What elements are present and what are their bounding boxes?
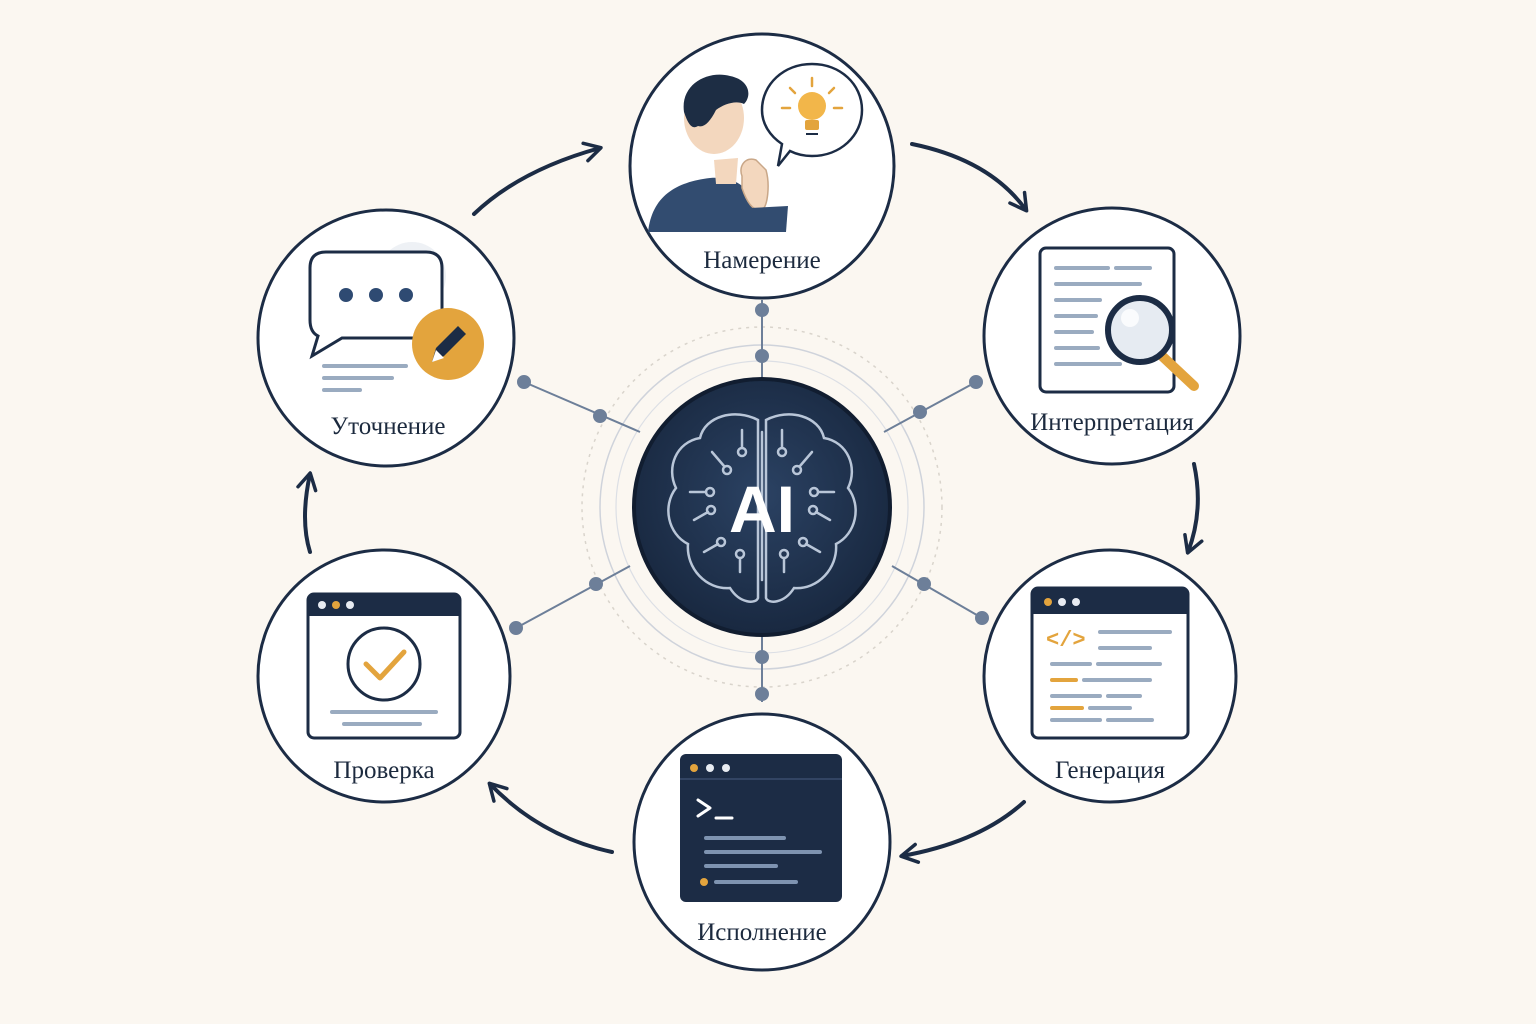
node-label-refinement: Уточнение xyxy=(330,413,445,440)
thinking-person-lightbulb-icon xyxy=(648,62,864,232)
node-interpretation: Интерпретация xyxy=(982,206,1242,466)
brain-circuit-icon xyxy=(667,413,857,603)
node-refinement: Уточнение xyxy=(256,208,516,468)
terminal-window-icon xyxy=(680,754,842,902)
arrow-generation-to-execution xyxy=(899,800,1026,864)
arrow-verification-to-refinement xyxy=(296,471,318,554)
arrow-execution-to-verification xyxy=(487,781,614,854)
document-magnifier-icon xyxy=(1038,246,1199,394)
node-execution: Исполнение xyxy=(632,712,892,972)
node-label-verification: Проверка xyxy=(333,757,434,784)
node-label-intent: Намерение xyxy=(703,247,821,274)
ai-center-label: AI xyxy=(729,472,795,546)
node-label-interpretation: Интерпретация xyxy=(1030,409,1194,436)
ai-hub: AI xyxy=(632,377,892,637)
arrow-refinement-to-intent xyxy=(472,141,603,216)
node-label-execution: Исполнение xyxy=(697,919,827,946)
svg-text:</>: </> xyxy=(1046,628,1086,653)
code-window-icon: </> xyxy=(1030,586,1190,740)
node-generation: </> Генерация xyxy=(982,548,1238,804)
chat-bubble-pencil-icon xyxy=(308,242,484,392)
arrow-intent-to-interpretation xyxy=(910,142,1029,213)
node-intent: Намерение xyxy=(628,32,896,300)
cycle-arrows xyxy=(296,141,1204,864)
arrow-interpretation-to-generation xyxy=(1183,462,1204,555)
checkmark-window-icon xyxy=(306,592,462,740)
hub-spokes xyxy=(509,300,989,702)
node-verification: Проверка xyxy=(256,548,512,804)
node-label-generation: Генерация xyxy=(1055,757,1165,784)
